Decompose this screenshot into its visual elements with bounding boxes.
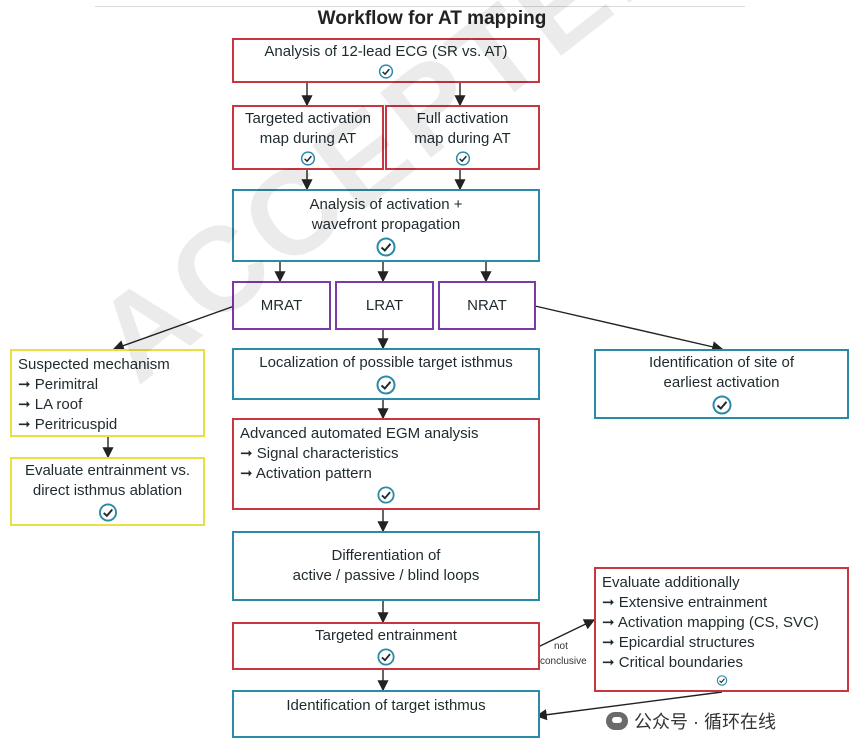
node-targeted-activation-line-1: Targeted activation bbox=[245, 110, 371, 127]
egm-item-activation-pattern: ➞ Activation pattern bbox=[240, 465, 372, 482]
evaluate-item-epicardial: ➞ Epicardial structures bbox=[602, 634, 755, 651]
node-activation-analysis-line-1: Analysis of activation + bbox=[309, 195, 463, 213]
node-full-activation-line-1: Full activation bbox=[416, 110, 509, 127]
checkmark-icon bbox=[98, 503, 117, 522]
node-suspected-mechanism-title: Suspected mechanism bbox=[18, 356, 170, 373]
arrow-bullet-icon: ➞ bbox=[18, 416, 35, 433]
arrow-bullet-icon: ➞ bbox=[240, 445, 257, 462]
node-targeted-activation-map: Targeted activation map during AT bbox=[232, 105, 384, 170]
node-earliest-activation-line-2: earliest activation bbox=[663, 374, 780, 391]
evaluate-item-boundaries: ➞ Critical boundaries bbox=[602, 654, 743, 671]
node-ecg-analysis-label: Analysis of 12-lead ECG (SR vs. AT) bbox=[264, 43, 508, 60]
arrow-nrat-to-earliest bbox=[534, 305, 724, 353]
source-footer: 公众号 · 循环在线 bbox=[606, 708, 776, 734]
node-localization-target-isthmus: Localization of possible target isthmus bbox=[232, 348, 540, 400]
node-full-activation-map: Full activation map during AT bbox=[385, 105, 540, 170]
top-divider bbox=[95, 0, 745, 7]
node-evaluate-entrainment-line-1: Evaluate entrainment vs. bbox=[24, 462, 191, 479]
node-differentiation-line-1: Differentiation of bbox=[331, 547, 441, 564]
arrow-bullet-icon: ➞ bbox=[602, 614, 618, 631]
diagram-title: Workflow for AT mapping bbox=[317, 8, 547, 29]
edge-label-not: not bbox=[554, 641, 568, 652]
edge-label-conclusive: conclusive bbox=[540, 656, 587, 667]
node-differentiation-line-2: active / passive / blind loops bbox=[292, 567, 480, 584]
checkmark-icon bbox=[377, 486, 395, 504]
arrow-entrainment-to-evaluate bbox=[537, 619, 596, 648]
node-suspected-mechanism: Suspected mechanism ➞ Perimitral ➞ LA ro… bbox=[10, 349, 205, 437]
node-activation-wavefront-analysis: Analysis of activation + wavefront propa… bbox=[232, 189, 540, 262]
checkmark-icon bbox=[376, 375, 396, 395]
wechat-icon bbox=[606, 712, 628, 730]
checkmark-icon bbox=[716, 675, 727, 686]
node-egm-title: Advanced automated EGM analysis bbox=[240, 425, 479, 442]
checkmark-icon bbox=[712, 395, 731, 415]
arrow-mrat-to-mechanism bbox=[112, 303, 241, 351]
node-localization-label: Localization of possible target isthmus bbox=[259, 354, 513, 371]
node-evaluate-additionally: Evaluate additionally ➞ Extensive entrai… bbox=[594, 567, 849, 692]
mechanism-item-perimitral: ➞ Perimitral bbox=[18, 376, 99, 393]
node-lrat: LRAT bbox=[335, 281, 434, 330]
evaluate-item-activation-mapping: ➞ Activation mapping (CS, SVC) bbox=[602, 614, 819, 631]
arrow-evaluate-to-target bbox=[535, 691, 723, 721]
evaluate-item-entrainment: ➞ Extensive entrainment bbox=[602, 594, 768, 611]
checkmark-icon bbox=[376, 237, 396, 256]
node-activation-analysis-line-2: wavefront propagation bbox=[311, 215, 461, 233]
node-nrat: NRAT bbox=[438, 281, 536, 330]
checkmark-icon bbox=[455, 151, 470, 166]
source-footer-text: 公众号 · 循环在线 bbox=[634, 712, 776, 732]
node-targeted-entrainment-label: Targeted entrainment bbox=[315, 627, 457, 644]
node-mrat: MRAT bbox=[232, 281, 331, 330]
arrow-bullet-icon: ➞ bbox=[18, 376, 35, 393]
mechanism-item-peritricuspid: ➞ Peritricuspid bbox=[18, 416, 118, 433]
arrow-bullet-icon: ➞ bbox=[602, 654, 619, 671]
node-evaluate-additionally-title: Evaluate additionally bbox=[602, 574, 740, 591]
node-evaluate-entrainment-line-2: direct isthmus ablation bbox=[32, 482, 183, 499]
mechanism-item-la-roof: ➞ LA roof bbox=[18, 396, 83, 413]
node-ecg-analysis: Analysis of 12-lead ECG (SR vs. AT) bbox=[232, 38, 540, 83]
node-evaluate-entrainment: Evaluate entrainment vs. direct isthmus … bbox=[10, 457, 205, 526]
node-lrat-label: LRAT bbox=[365, 296, 404, 314]
node-differentiation-loops: Differentiation of active / passive / bl… bbox=[232, 531, 540, 601]
node-advanced-egm-analysis: Advanced automated EGM analysis ➞ Signal… bbox=[232, 418, 540, 510]
node-nrat-label: NRAT bbox=[467, 296, 507, 314]
node-earliest-activation: Identification of site of earliest activ… bbox=[594, 349, 849, 419]
egm-item-signal: ➞ Signal characteristics bbox=[240, 445, 399, 462]
arrow-bullet-icon: ➞ bbox=[602, 594, 619, 611]
node-targeted-activation-line-2: map during AT bbox=[259, 130, 357, 147]
node-identification-target-isthmus: Identification of target isthmus bbox=[232, 690, 540, 738]
arrow-bullet-icon: ➞ bbox=[240, 465, 256, 482]
arrow-bullet-icon: ➞ bbox=[18, 396, 35, 413]
arrow-bullet-icon: ➞ bbox=[602, 634, 619, 651]
node-targeted-entrainment: Targeted entrainment bbox=[232, 622, 540, 670]
node-full-activation-line-2: map during AT bbox=[414, 130, 511, 147]
checkmark-icon bbox=[300, 151, 316, 166]
checkmark-icon bbox=[377, 648, 395, 666]
node-earliest-activation-line-1: Identification of site of bbox=[648, 354, 795, 371]
node-identification-label: Identification of target isthmus bbox=[286, 697, 486, 714]
node-mrat-label: MRAT bbox=[260, 296, 303, 314]
checkmark-icon bbox=[378, 64, 394, 79]
